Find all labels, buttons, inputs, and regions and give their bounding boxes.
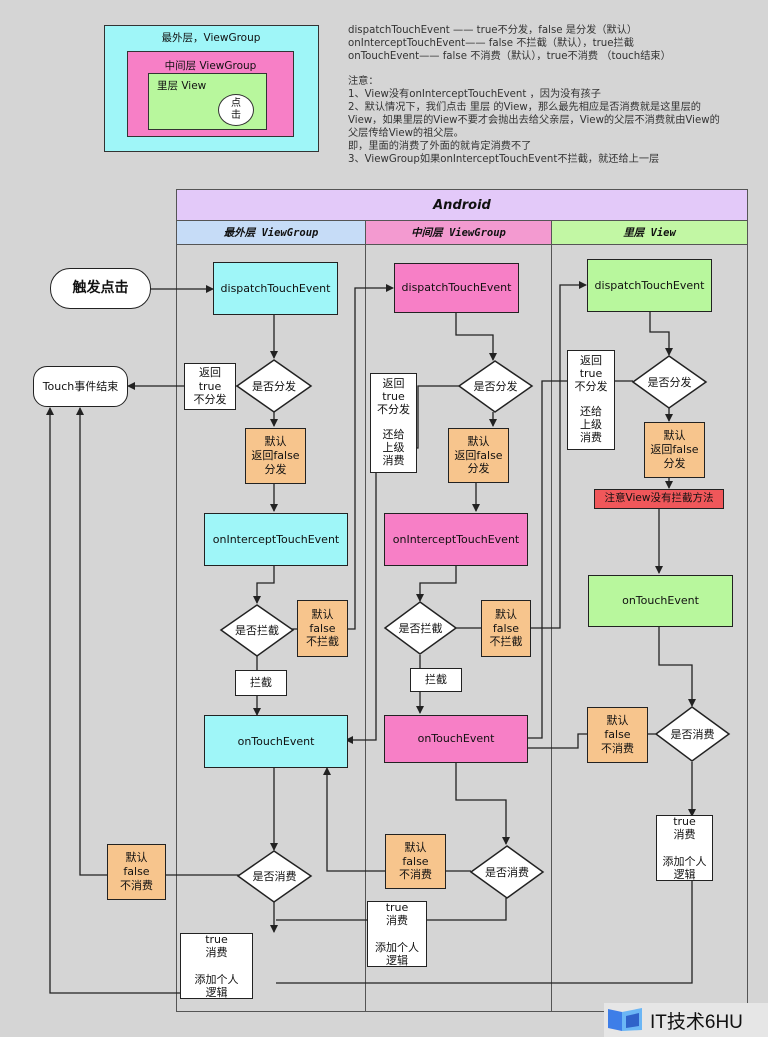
middle-dispatch-decision-label: 是否分发 (473, 380, 518, 393)
inner-consume-diamond (654, 706, 731, 762)
middle-dispatch-touch-event: dispatchTouchEvent (394, 263, 519, 313)
lane-header-inner: 里层 View (551, 220, 748, 245)
watermark: IT技术6HU (604, 1003, 768, 1037)
outer-intercept-label: 拦截 (235, 670, 287, 696)
note-touch: onTouchEvent—— false 不消费（默认），true不消费 （to… (348, 51, 671, 62)
note-intercept: onInterceptTouchEvent—— false 不拦截（默认），tr… (348, 38, 634, 49)
outer-consume-diamond (236, 850, 313, 903)
watermark-text: IT技术6HU (650, 1011, 743, 1033)
outer-intercept-decision-label: 是否拦截 (235, 624, 279, 637)
outer-dispatch-touch-event: dispatchTouchEvent (213, 262, 338, 315)
middle-dispatch-diamond (457, 360, 534, 413)
outer-default-no-intercept: 默认 false 不拦截 (297, 600, 348, 657)
inner-return-true-no-dispatch: 返回 true 不分发 还给 上级 消费 (567, 350, 615, 450)
note-dispatch: dispatchTouchEvent —— true不分发，false 是分发（… (348, 25, 638, 36)
outer-dispatch-decision-label: 是否分发 (252, 380, 296, 393)
note-item-2b: View，如果里层的View不要才会抛出去给父亲层，View的父层不消费就由Vi… (348, 115, 720, 126)
middle-intercept-label: 拦截 (410, 668, 462, 692)
legend-outer-label: 最外层，ViewGroup (161, 32, 261, 44)
outer-consume-decision-label: 是否消费 (252, 870, 297, 883)
middle-intercept-touch-event: onInterceptTouchEvent (384, 513, 528, 566)
legend-click-ellipse: 点 击 (218, 94, 254, 126)
outer-on-touch-event: onTouchEvent (204, 715, 348, 768)
inner-no-intercept-warning: 注意View没有拦截方法 (594, 489, 724, 509)
watermark-logo-icon (608, 1008, 642, 1031)
middle-default-no-intercept: 默认 false 不拦截 (481, 600, 531, 657)
middle-return-true-no-dispatch: 返回 true 不分发 还给 上级 消费 (370, 373, 417, 473)
outer-return-true-no-dispatch: 返回 true 不分发 (184, 363, 236, 410)
outer-true-consume: true 消费 添加个人 逻辑 (180, 933, 253, 999)
middle-true-consume: true 消费 添加个人 逻辑 (367, 901, 427, 967)
middle-consume-diamond (469, 845, 545, 899)
note-item-2c: 父层传给View的祖父层。 (348, 128, 464, 139)
middle-intercept-diamond (383, 601, 458, 655)
inner-dispatch-decision-label: 是否分发 (647, 376, 692, 389)
middle-on-touch-event: onTouchEvent (384, 715, 528, 763)
android-title: Android (433, 197, 491, 213)
start-trigger-click: 触发点击 (50, 268, 151, 309)
note-item-3: 3、ViewGroup如果onInterceptTouchEvent不拦截，就还… (348, 154, 660, 165)
inner-consume-decision-label: 是否消费 (670, 728, 715, 741)
middle-intercept-decision-label: 是否拦截 (398, 622, 443, 635)
outer-intercept-diamond (219, 604, 295, 657)
note-item-2a: 2、默认情况下，我们点击 里层 的View，那么最先相应是否消费就是这里层的 (348, 102, 701, 113)
inner-default-no-consume: 默认 false 不消费 (587, 707, 648, 763)
legend-middle-label: 中间层 ViewGroup (164, 60, 257, 72)
inner-on-touch-event: onTouchEvent (588, 575, 733, 627)
inner-default-dispatch: 默认 返回false 分发 (644, 422, 705, 478)
outer-intercept-touch-event: onInterceptTouchEvent (204, 513, 348, 566)
middle-default-dispatch: 默认 返回false 分发 (448, 428, 509, 483)
middle-default-no-consume: 默认 false 不消费 (385, 834, 446, 889)
middle-consume-decision-label: 是否消费 (485, 866, 529, 879)
outer-default-no-consume: 默认 false 不消费 (107, 844, 166, 900)
notes-title: 注意： (348, 76, 379, 87)
outer-dispatch-diamond (235, 359, 313, 413)
legend-inner-label: 里层 View (157, 80, 207, 92)
note-item-1: 1、View没有onInterceptTouchEvent ，因为没有孩子 (348, 89, 601, 100)
lane-header-middle: 中间层 ViewGroup (365, 220, 552, 245)
touch-event-end: Touch事件结束 (33, 366, 128, 407)
outer-default-dispatch: 默认 返回false 分发 (245, 428, 306, 484)
inner-true-consume: true 消费 添加个人 逻辑 (656, 815, 713, 881)
lane-header-outer: 最外层 ViewGroup (176, 220, 366, 245)
inner-dispatch-diamond (631, 355, 708, 409)
inner-dispatch-touch-event: dispatchTouchEvent (587, 259, 712, 312)
note-item-2d: 即，里面的消费了外面的就肯定消费不了 (348, 141, 532, 152)
